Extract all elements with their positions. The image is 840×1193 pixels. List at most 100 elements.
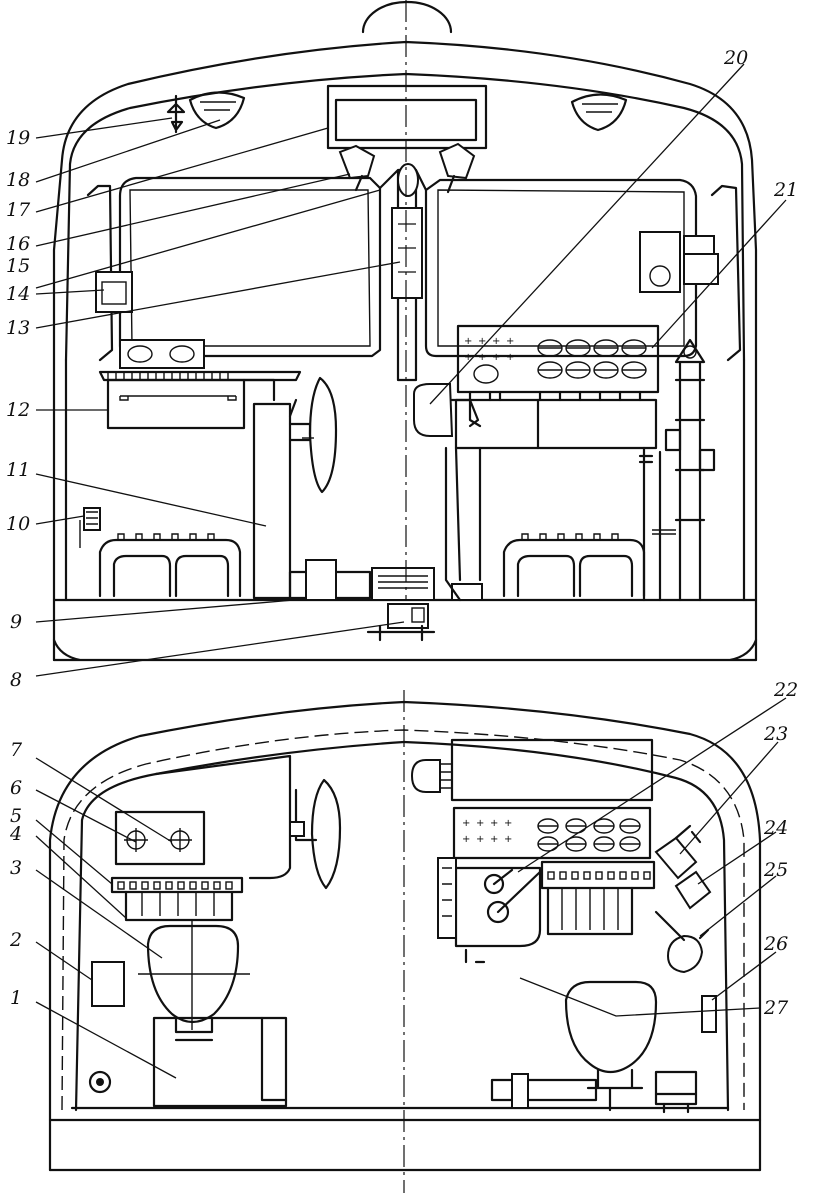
comb-slot	[547, 871, 555, 880]
panel-plus-mark: +	[478, 336, 486, 347]
left-fan	[338, 144, 376, 180]
item-23-valve	[654, 836, 698, 880]
callout-14: 14	[6, 283, 30, 305]
left-desk-switch-plate	[119, 339, 205, 369]
item-24-valve	[674, 870, 712, 910]
panel-plus-mark: +	[464, 352, 472, 363]
callout-2: 2	[9, 929, 22, 951]
callout-9: 9	[10, 611, 22, 633]
panel-plus-mark: +	[490, 834, 498, 845]
comb-slot	[177, 881, 185, 890]
panel-plus-mark: +	[492, 352, 500, 363]
comb-slot	[141, 881, 149, 890]
brake-valve	[413, 383, 454, 437]
seat-27	[564, 980, 658, 1074]
panel-plus-mark: +	[476, 834, 484, 845]
panel-plus-mark: +	[464, 336, 472, 347]
upper-cab-view: + + + + + + + +	[52, 0, 758, 662]
right-fan	[438, 142, 476, 180]
comb-slot	[595, 871, 603, 880]
callout-25: 25	[763, 859, 788, 881]
callout-27: 27	[763, 997, 789, 1019]
comb-slot	[607, 871, 615, 880]
left-seat	[98, 533, 242, 598]
right-wall-switch-box	[639, 231, 681, 293]
leader-lines	[35, 63, 787, 1079]
panel-plus-mark: +	[506, 352, 514, 363]
comb-slot	[165, 881, 173, 890]
callout-17: 17	[6, 199, 31, 221]
seat-3	[146, 924, 240, 1024]
lower-panel-plus-marks: ++++++++	[462, 818, 512, 845]
item-2-box	[91, 961, 125, 1007]
item-26-box	[701, 995, 717, 1033]
comb-slot	[583, 871, 591, 880]
right-seat	[502, 533, 646, 598]
roof-switch	[166, 94, 186, 134]
callout-19: 19	[6, 127, 30, 149]
callout-12: 12	[6, 399, 30, 421]
callout-23: 23	[763, 723, 788, 745]
panel-plus-mark: +	[478, 352, 486, 363]
lower-cab-view: ++++++++	[48, 690, 762, 1193]
lower-floor-line	[48, 1106, 762, 1172]
steering-column	[252, 402, 292, 600]
lower-control-panel	[452, 806, 652, 860]
central-lamp	[397, 163, 419, 197]
callout-3: 3	[10, 857, 22, 879]
central-panel-column	[391, 207, 423, 299]
comb-slot	[201, 881, 209, 890]
callout-13: 13	[6, 317, 30, 339]
right-windshield	[424, 178, 698, 358]
callout-16: 16	[6, 233, 30, 255]
callout-11: 11	[6, 459, 30, 481]
switch-plate-6-7	[114, 810, 206, 866]
callout-8: 8	[10, 669, 22, 691]
comb-slot	[213, 881, 221, 890]
comb-slot	[225, 881, 233, 890]
brake-valve-plan	[454, 866, 542, 948]
callout-1: 1	[10, 987, 22, 1009]
left-control-desk	[98, 370, 302, 382]
panel-plus-mark: +	[504, 834, 512, 845]
right-ceiling-lamp	[570, 93, 628, 132]
panel-plus-mark: +	[506, 336, 514, 347]
comb-slot	[631, 871, 639, 880]
callout-labels: 1 2 3 4 5 6 7 8 9 10 11 12 13 14 15 16 1…	[6, 47, 798, 1019]
panel-plus-mark: +	[462, 834, 470, 845]
comb-slot	[643, 871, 651, 880]
right-pillar-unit	[674, 338, 706, 602]
callout-10: 10	[6, 513, 30, 535]
lower-panel-slots	[547, 871, 651, 880]
floor-fitting	[88, 1070, 112, 1094]
comb-slot	[153, 881, 161, 890]
left-windshield	[118, 176, 382, 358]
callout-22: 22	[773, 679, 798, 701]
panel-plus-mark: +	[504, 818, 512, 829]
right-panel-plus-marks: + + + + + + + +	[464, 336, 514, 363]
callout-7: 7	[10, 739, 23, 761]
callout-21: 21	[773, 179, 798, 201]
steering-wheel-plan	[310, 778, 342, 890]
control-desk-body-12	[106, 378, 246, 430]
item-25-lamp	[666, 934, 704, 974]
callout-15: 15	[6, 255, 30, 277]
comb-slot	[559, 871, 567, 880]
comb-slot	[129, 881, 137, 890]
destination-sign-box	[326, 84, 488, 150]
callout-4: 4	[9, 823, 22, 845]
right-control-panel	[456, 324, 660, 394]
lamp-housing-right	[450, 738, 654, 802]
callout-6: 6	[10, 777, 22, 799]
panel-plus-mark: +	[492, 336, 500, 347]
comb-slot	[571, 871, 579, 880]
controller-comb	[110, 876, 244, 894]
panel-plus-mark: +	[490, 818, 498, 829]
comb-slot	[189, 881, 197, 890]
floor-unit-box	[371, 567, 435, 601]
callout-18: 18	[6, 169, 30, 191]
callout-26: 26	[763, 933, 788, 955]
comb-slot	[619, 871, 627, 880]
comb-slot	[117, 881, 125, 890]
